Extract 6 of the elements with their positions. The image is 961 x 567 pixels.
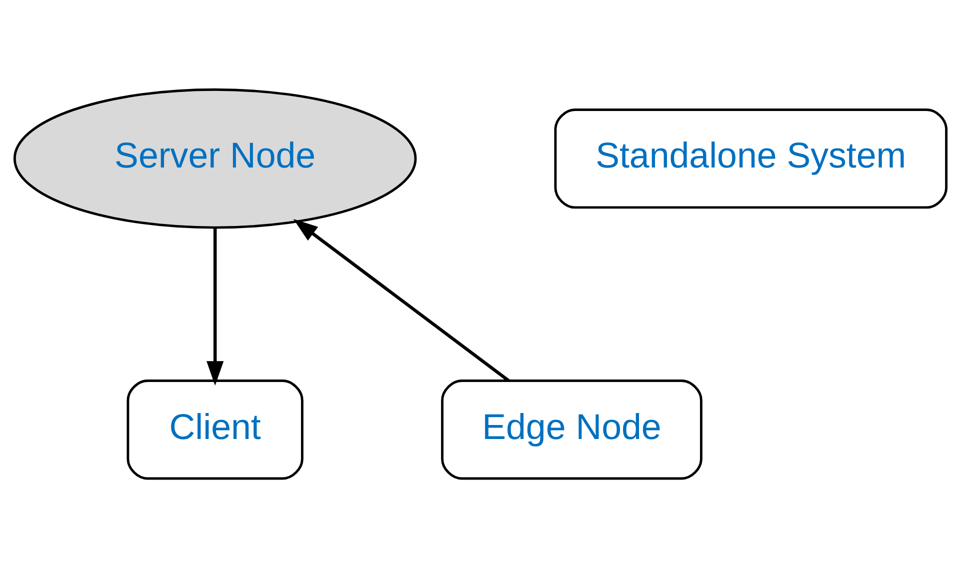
node-box: Edge Node: [441, 379, 702, 480]
node-box: Client: [126, 379, 304, 480]
node-ellipse: Server Node: [13, 88, 417, 228]
node-box: Standalone System: [554, 108, 948, 208]
arrow: [293, 218, 510, 382]
arrow: [206, 227, 224, 386]
